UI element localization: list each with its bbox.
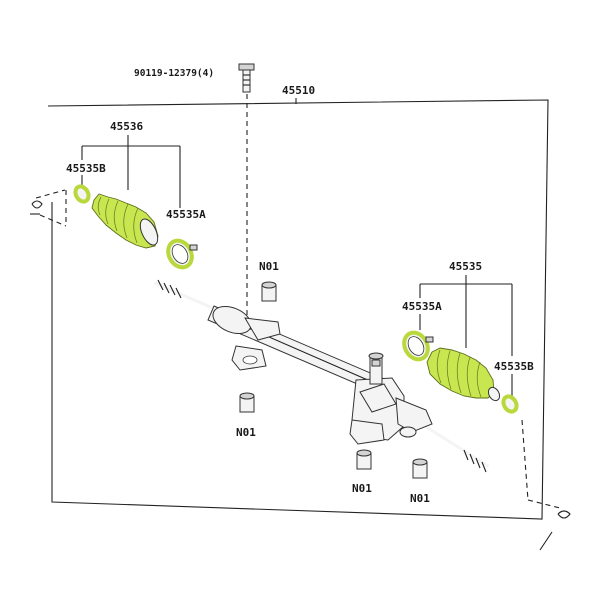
bushing-n01-1[interactable]: [261, 281, 277, 302]
bolt-90119-12379[interactable]: [238, 63, 255, 93]
label-n01-2: N01: [236, 426, 256, 439]
label-boot-set-45536: 45536: [110, 120, 143, 133]
label-clamp-45535A-right: 45535A: [402, 300, 442, 313]
clamp-45535A-left[interactable]: [163, 236, 198, 271]
label-boot-set-45535: 45535: [449, 260, 482, 273]
label-n01-1: N01: [259, 260, 279, 273]
label-bolt: 90119-12379(4): [134, 68, 214, 79]
label-clamp-45535B-right: 45535B: [494, 360, 534, 373]
assembly-frame: [47, 99, 549, 520]
label-n01-3: N01: [352, 482, 372, 495]
right-tie-rod-connector: [521, 419, 571, 551]
bushing-n01-2[interactable]: [239, 392, 255, 413]
boot-45536-left[interactable]: [91, 193, 161, 249]
label-clamp-45535A-left: 45535A: [166, 208, 206, 221]
clamp-45535A-right[interactable]: [399, 328, 434, 363]
clamp-45535B-right[interactable]: [501, 394, 519, 414]
bushing-n01-4[interactable]: [412, 458, 428, 479]
label-assembly-45510: 45510: [282, 84, 315, 97]
boot-45535-right[interactable]: [426, 347, 502, 403]
left-tie-rod-connector: [30, 189, 67, 227]
steering-rack-assembly[interactable]: [154, 279, 489, 473]
clamp-45535B-left[interactable]: [73, 184, 91, 204]
label-clamp-45535B-left: 45535B: [66, 162, 106, 175]
label-n01-4: N01: [410, 492, 430, 505]
bushing-n01-3[interactable]: [356, 449, 372, 470]
